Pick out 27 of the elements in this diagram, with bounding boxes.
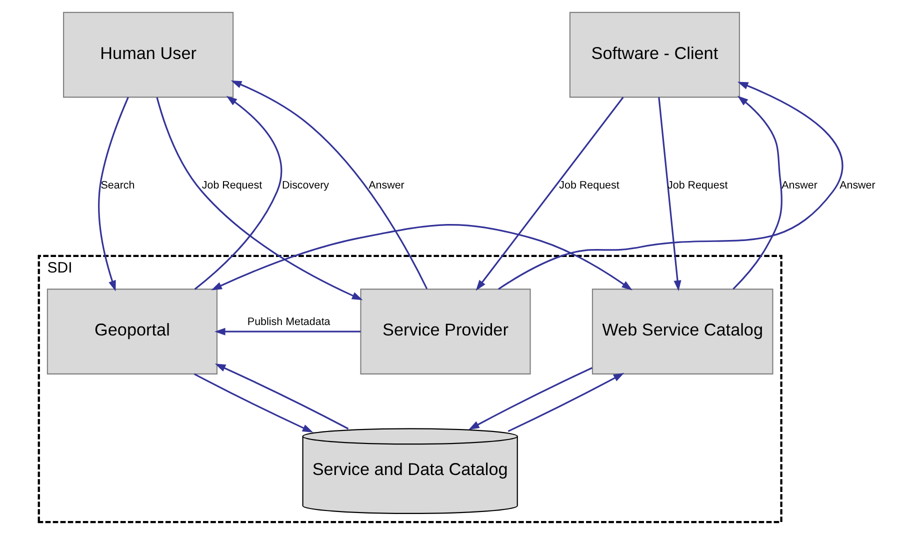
arrow [475, 96, 624, 291]
edge-label: Publish Metadata [246, 316, 330, 328]
edge-label: Answer [839, 179, 875, 192]
arrow [214, 364, 348, 430]
edge-label: Discovery [281, 179, 329, 192]
arrow [732, 96, 782, 290]
arrow [156, 97, 362, 300]
arrow [194, 96, 282, 290]
arrow [658, 97, 681, 292]
edge-label: Answer [368, 179, 404, 192]
arrow [498, 82, 842, 290]
edge-label: Search [100, 179, 134, 192]
node-box: Service Provider [360, 288, 530, 374]
arrow [193, 373, 313, 433]
edge-label: Answer [781, 179, 817, 192]
arrow [468, 367, 592, 430]
node-box: Web Service Catalog [591, 288, 773, 374]
node-box: Human User [62, 12, 234, 98]
arrow [214, 328, 360, 336]
edge-label: Job Request [558, 179, 619, 192]
node-box: Geoportal [46, 288, 217, 374]
edge-label: Job Request [201, 179, 262, 192]
arrow [98, 96, 128, 292]
arrow [210, 224, 632, 290]
node-box: Software - Client [568, 12, 740, 98]
arrow [230, 80, 428, 290]
arrow [507, 372, 624, 432]
